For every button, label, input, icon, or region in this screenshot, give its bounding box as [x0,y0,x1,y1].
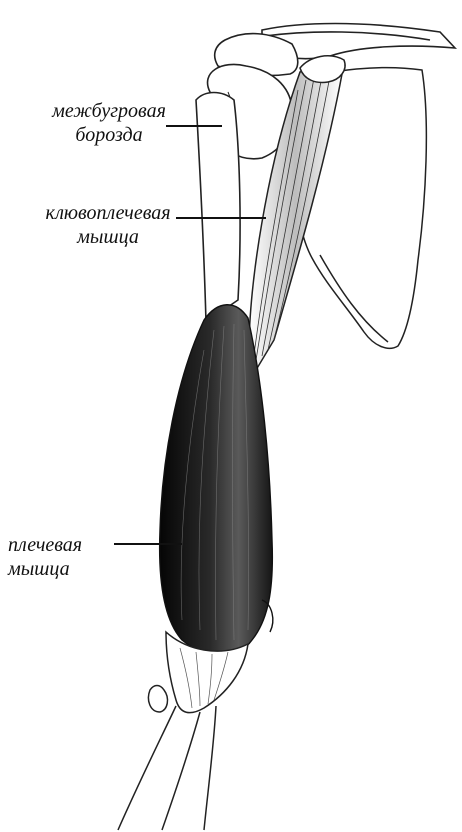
brachialis-muscle [160,305,273,655]
label-line: мышца [18,225,198,249]
coracoid-process [300,56,345,83]
label-line: борозда [25,123,193,147]
label-line: межбугровая [25,99,193,123]
label-line: мышца [8,557,128,581]
label-line: клювоплечевая [18,201,198,225]
label-line: плечевая [8,533,128,557]
brachialis-label: плечевая мышца [8,533,128,581]
coracobrachialis-label: клювоплечевая мышца [18,201,198,249]
intertubercular-groove-label: межбугровая борозда [25,99,193,147]
